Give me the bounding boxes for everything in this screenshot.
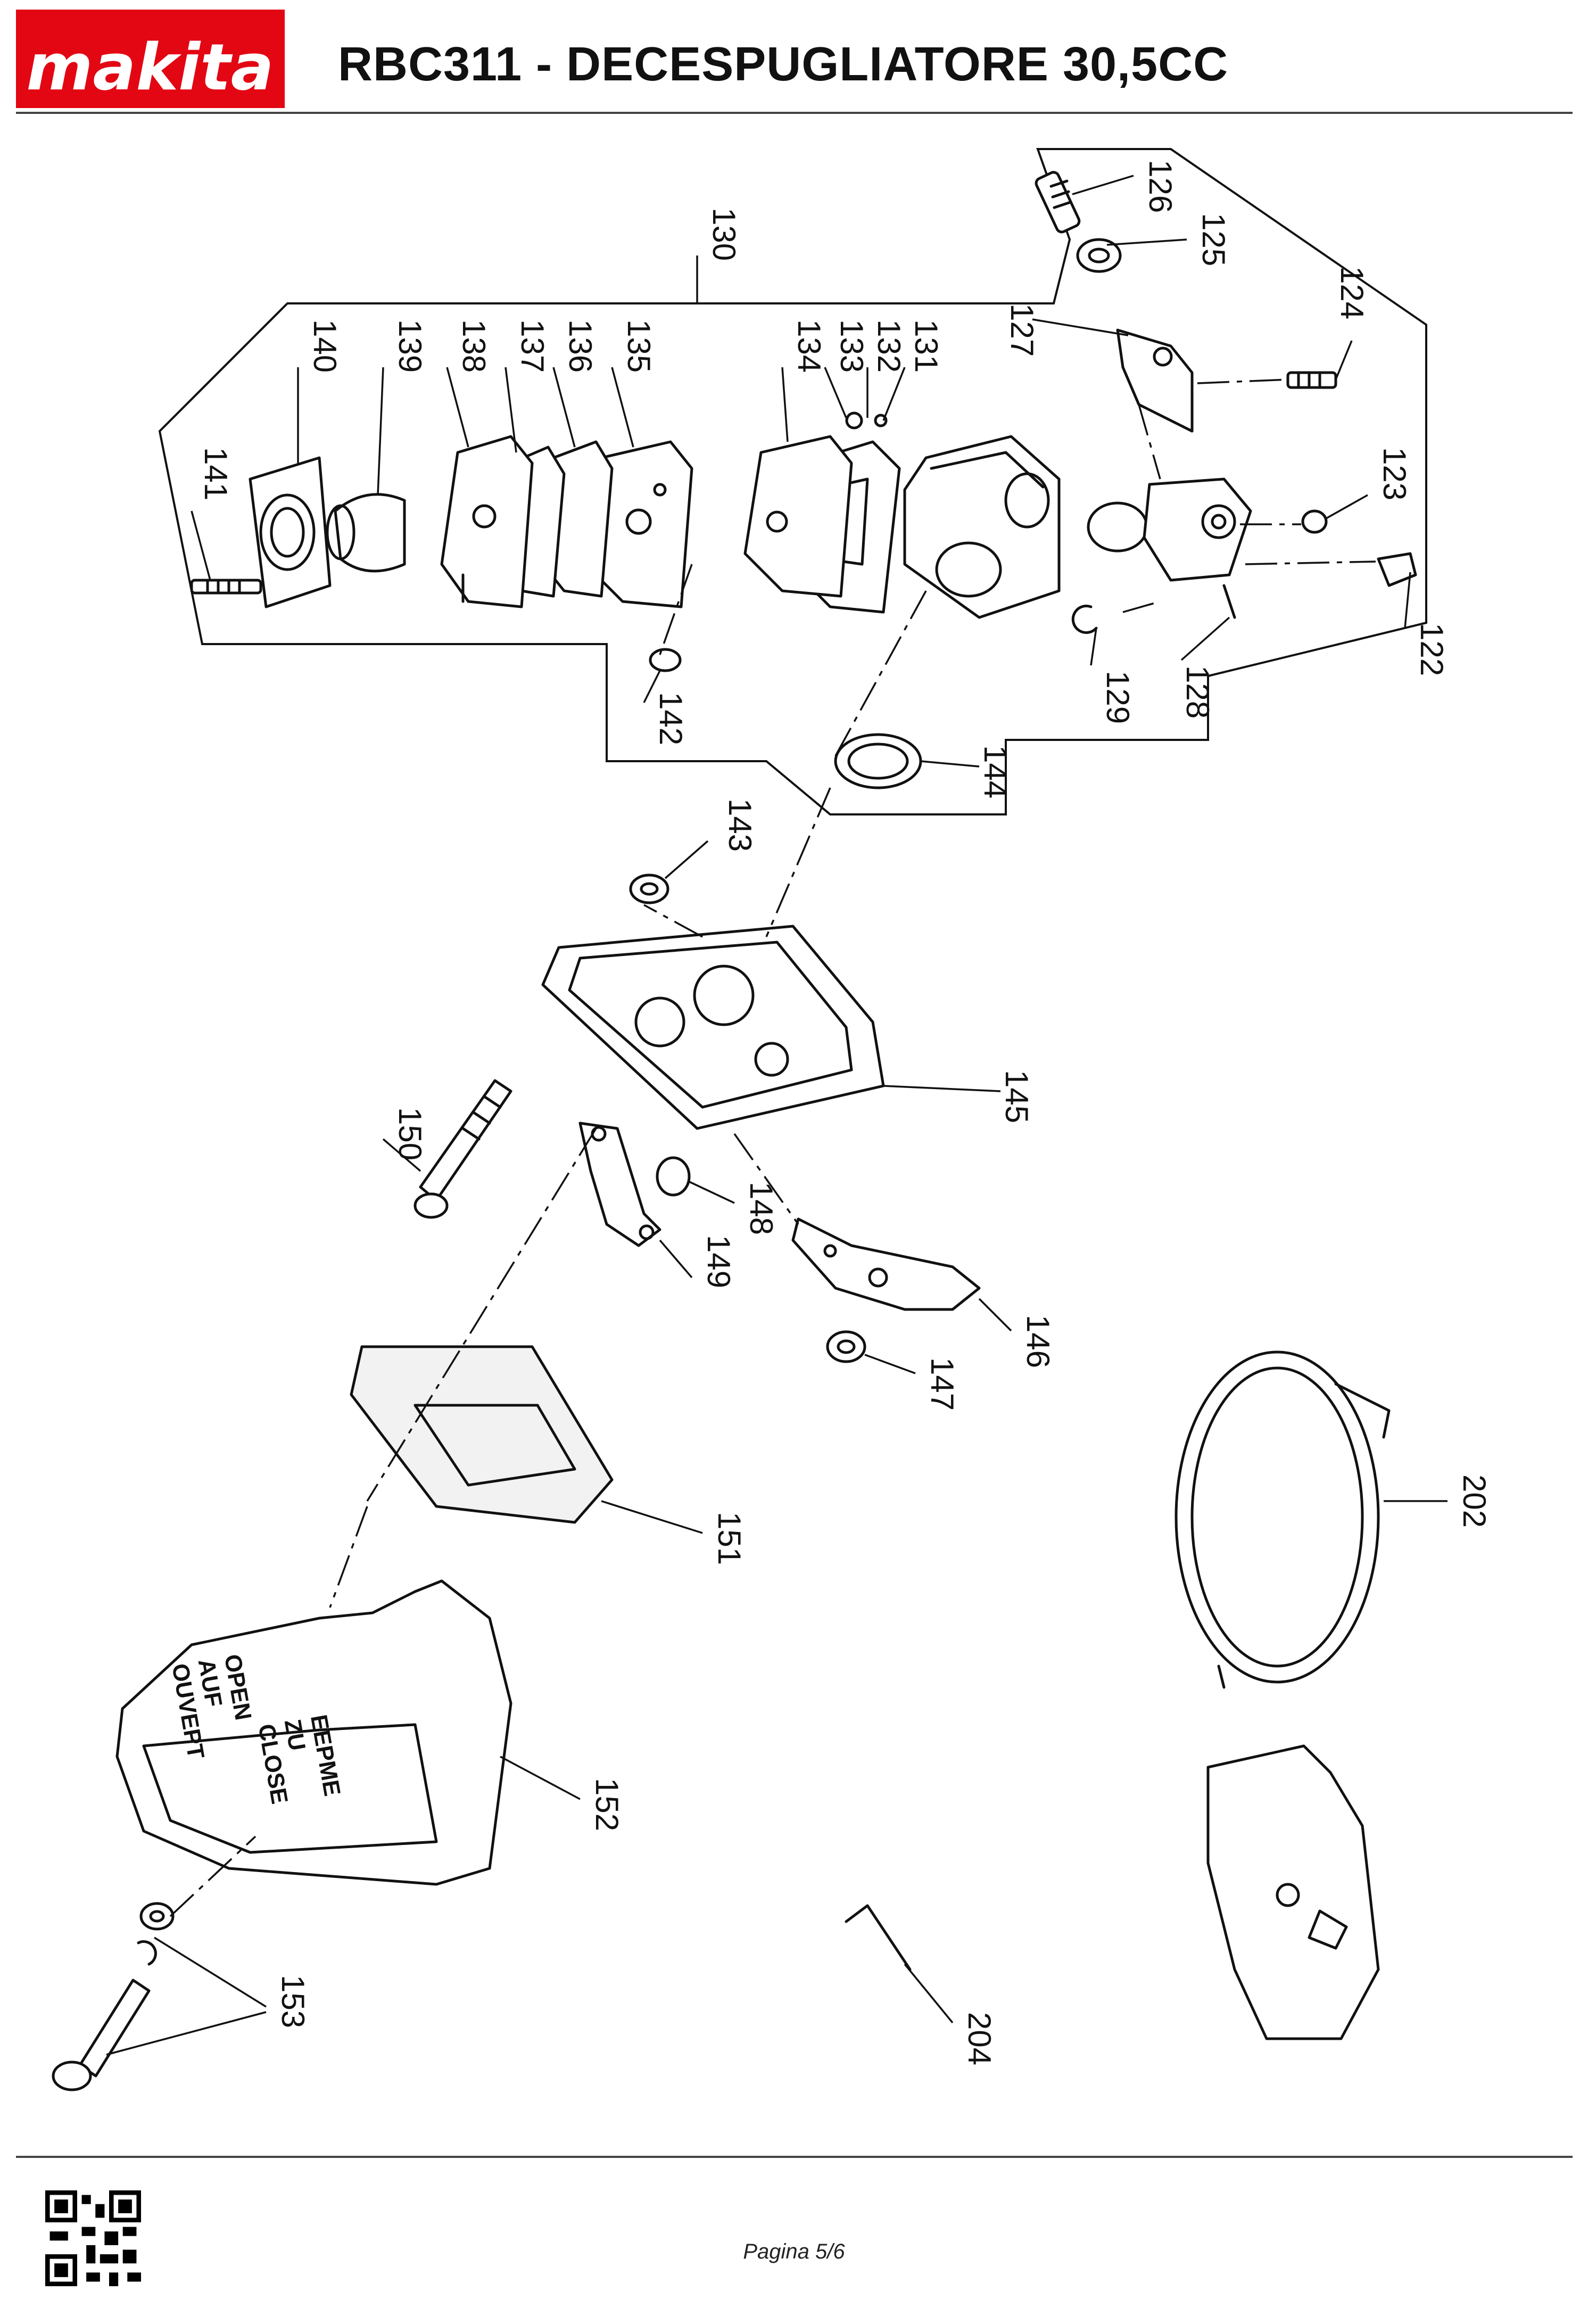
callout-123: 123	[1377, 447, 1412, 500]
callout-134: 134	[791, 319, 827, 373]
callout-141: 141	[198, 447, 234, 500]
callout-128: 128	[1180, 665, 1215, 719]
callout-140: 140	[307, 319, 343, 373]
part-127-bracket	[1116, 328, 1194, 433]
part-153-bolt-washers	[52, 1902, 175, 2091]
callout-149: 149	[701, 1235, 737, 1288]
callout-150: 150	[392, 1107, 428, 1160]
page-title: RBC311 - DECESPUGLIATORE 30,5CC	[338, 38, 1229, 91]
part-151-filter-element	[350, 1345, 614, 1524]
part-126-screw	[1035, 171, 1081, 234]
callout-132: 132	[871, 319, 907, 373]
part-123-screw	[1301, 509, 1328, 534]
callout-137: 137	[515, 319, 550, 373]
callout-labels: 126 125 124 130 127 140 139 138 137 136 …	[198, 160, 1492, 2065]
callout-122: 122	[1414, 623, 1450, 676]
callout-145: 145	[999, 1070, 1035, 1123]
callout-143: 143	[722, 798, 758, 852]
part-204-hex-key	[845, 1904, 912, 1971]
part-140-flange	[249, 456, 332, 608]
callout-124: 124	[1334, 266, 1370, 319]
part-144-gasket-ring	[834, 733, 922, 789]
part-141-bolt	[190, 579, 262, 595]
callout-142: 142	[653, 692, 689, 745]
callout-152: 152	[589, 1778, 625, 1831]
callout-135: 135	[621, 319, 657, 373]
callout-131: 131	[908, 319, 944, 373]
callout-133: 133	[834, 319, 870, 373]
part-134-diaphragm	[743, 435, 853, 598]
part-149-bracket	[578, 1122, 661, 1247]
callout-151: 151	[712, 1512, 747, 1565]
assembly-centerlines	[169, 378, 1376, 1917]
part-carb-body	[903, 435, 1061, 619]
part-145-filter-base	[541, 925, 885, 1130]
part-146-choke-lever	[791, 1217, 981, 1311]
leader-lines	[106, 175, 1448, 2056]
callout-148: 148	[743, 1182, 779, 1235]
footer-divider	[16, 2156, 1573, 2158]
part-128-screw	[1222, 584, 1236, 619]
callout-144: 144	[978, 745, 1013, 798]
part-122-fitting	[1377, 552, 1417, 587]
part-148-spacer	[656, 1156, 691, 1197]
part-150-bolt	[413, 1079, 512, 1219]
part-142-nut	[649, 648, 682, 672]
callout-139: 139	[392, 319, 428, 373]
part-152-filter-cover: EEPME ZU CLOSE OPEN AUF OUVEPT	[115, 1579, 512, 1886]
part-147-washer	[826, 1330, 866, 1363]
callout-138: 138	[456, 319, 492, 373]
callout-129: 129	[1100, 671, 1136, 724]
callout-147: 147	[924, 1357, 960, 1411]
callout-130: 130	[706, 208, 742, 261]
part-125-nut	[1076, 238, 1122, 273]
callout-127: 127	[1004, 303, 1040, 357]
part-124-screw	[1286, 371, 1337, 389]
makita-logo: makita	[16, 10, 285, 108]
callout-204: 204	[962, 2012, 997, 2065]
callout-136: 136	[563, 319, 598, 373]
callout-125: 125	[1196, 213, 1231, 266]
part-throttle-lever	[1087, 477, 1252, 582]
cover-text-2: ZU	[279, 1717, 310, 1752]
part-138-cover	[440, 435, 534, 608]
part-131-132-screws	[845, 411, 888, 430]
makita-logo-text: makita	[26, 31, 274, 105]
part-202-ring	[1175, 1350, 1391, 1689]
callout-153: 153	[275, 1975, 311, 2028]
header-divider	[16, 112, 1573, 114]
page-number: Pagina 5/6	[743, 2240, 845, 2263]
callout-202: 202	[1457, 1474, 1492, 1528]
part-129-clip	[1071, 604, 1098, 634]
assembly-frame-130	[158, 148, 1427, 815]
part-139-screen	[326, 493, 406, 573]
part-143-nut	[629, 873, 669, 904]
part-blade	[1206, 1744, 1380, 2040]
qr-code-icon	[45, 2190, 141, 2286]
callout-126: 126	[1143, 160, 1178, 213]
callout-146: 146	[1020, 1315, 1056, 1368]
